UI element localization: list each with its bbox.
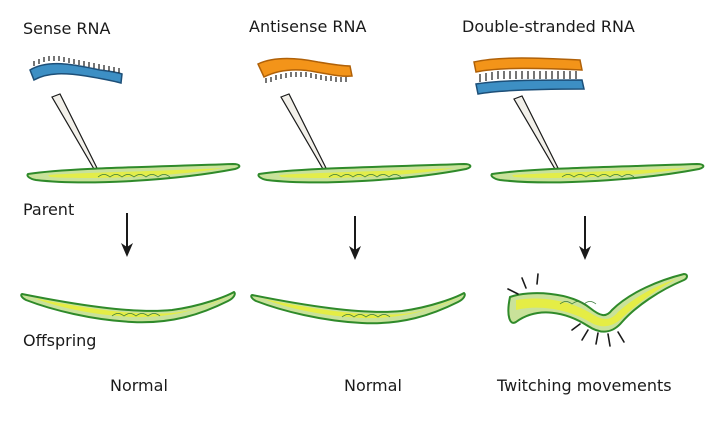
offspring-worm-sense bbox=[20, 291, 236, 323]
outcome-antisense: Normal bbox=[344, 376, 402, 395]
label-parent: Parent bbox=[23, 200, 75, 219]
label-offspring: Offspring bbox=[23, 331, 97, 350]
label-antisense-rna: Antisense RNA bbox=[249, 17, 367, 36]
label-sense-rna: Sense RNA bbox=[23, 19, 111, 38]
parent-worm-antisense bbox=[258, 163, 471, 183]
offspring-worm-antisense bbox=[250, 292, 466, 324]
parent-worm-sense bbox=[27, 163, 240, 183]
injection-needle-antisense bbox=[280, 93, 327, 170]
injection-needle-sense bbox=[51, 93, 98, 170]
outcome-double-stranded: Twitching movements bbox=[497, 376, 672, 395]
sense-rna-strand bbox=[29, 56, 123, 84]
offspring-worm-twitching bbox=[507, 273, 688, 347]
arrow-sense bbox=[121, 213, 133, 257]
twitch-marks bbox=[507, 273, 625, 347]
parent-worm-double-stranded bbox=[491, 163, 704, 183]
injection-needle-double-stranded bbox=[513, 95, 559, 170]
arrow-antisense bbox=[349, 216, 361, 260]
outcome-sense: Normal bbox=[110, 376, 168, 395]
antisense-rna-strand bbox=[257, 57, 353, 83]
label-double-stranded-rna: Double-stranded RNA bbox=[462, 17, 635, 36]
arrow-double-stranded bbox=[579, 216, 591, 260]
double-stranded-rna bbox=[473, 57, 585, 95]
